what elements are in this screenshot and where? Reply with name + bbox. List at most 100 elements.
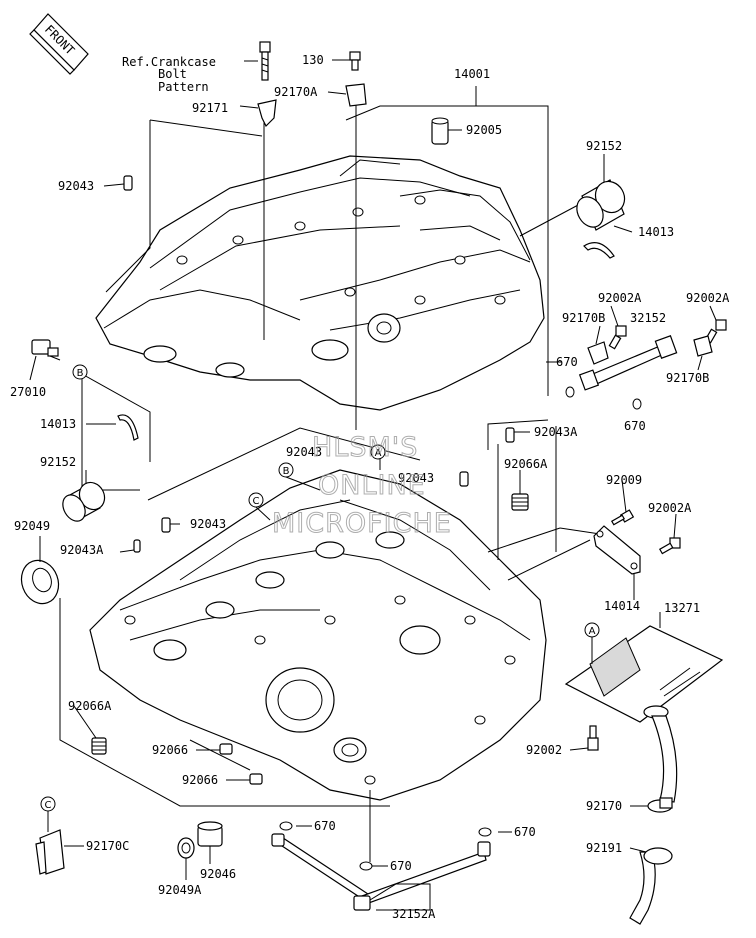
part-92170A-clamp (345, 83, 367, 107)
label-670-a: 670 (556, 355, 578, 369)
part-92043-pin-mid (459, 471, 469, 487)
part-14013-ring-left (117, 414, 139, 441)
ref-crankcase-note: Ref.Crankcase Bolt Pattern (122, 55, 258, 94)
label-92005: 92005 (466, 123, 502, 137)
label-92043-top: 92043 (58, 179, 94, 193)
part-14014-bracket (593, 525, 641, 575)
part-130-bolt (349, 51, 361, 71)
ref-note-line-2: Bolt (158, 67, 187, 81)
ref-marker-b-top: B (72, 364, 88, 380)
label-92043-lower: 92043 (190, 517, 226, 531)
label-14013-left: 14013 (40, 417, 76, 431)
label-670-d: 670 (514, 825, 536, 839)
label-670-b: 670 (624, 419, 646, 433)
part-670-oring-e (359, 861, 373, 871)
label-92066A-left: 92066A (68, 699, 112, 713)
svg-text:B: B (77, 368, 84, 379)
label-32152: 32152 (630, 311, 666, 325)
part-92170C-clamp (35, 829, 65, 875)
label-leader-lines (29, 59, 717, 911)
watermark-line-2: ONLINE (318, 470, 426, 501)
label-670-c: 670 (314, 819, 336, 833)
part-92152-top-seal (576, 179, 626, 231)
label-92009: 92009 (606, 473, 642, 487)
svg-text:C: C (45, 800, 52, 811)
label-92002A-2: 92002A (686, 291, 730, 305)
label-92152-top: 92152 (586, 139, 622, 153)
label-32152A: 32152A (392, 907, 436, 921)
part-92009-screw (610, 509, 635, 526)
label-92170A: 92170A (274, 85, 318, 99)
part-92049-seal (20, 559, 60, 605)
part-670-oring-a (565, 386, 575, 398)
part-92170B-clamp-2 (693, 335, 713, 357)
label-92043-mid: 92043 (286, 445, 322, 459)
label-92002A-3: 92002A (648, 501, 692, 515)
label-92049: 92049 (14, 519, 50, 533)
part-92043A-pin-right (505, 427, 515, 443)
label-92066-a: 92066 (152, 743, 188, 757)
label-92043A-left: 92043A (60, 543, 104, 557)
label-92152-left: 92152 (40, 455, 76, 469)
watermark-line-3: MICROFICHE (272, 508, 452, 539)
reference-markers: A B B C A C (40, 364, 600, 832)
label-92066-b: 92066 (182, 773, 218, 787)
part-number-labels: 130 92170A 92171 14001 92005 92152 92043… (10, 53, 730, 921)
ref-marker-c-clamp: C (40, 796, 56, 812)
part-92049A-seal (177, 837, 195, 859)
ref-marker-c-lower: C (248, 492, 264, 508)
lower-crankcase (89, 469, 547, 801)
part-670-oring-b (632, 398, 642, 410)
label-92170C: 92170C (86, 839, 129, 853)
part-92170-clamp (647, 797, 673, 813)
watermark-line-1: HLSM'S (312, 432, 418, 463)
part-32152-pipe (578, 335, 678, 391)
label-92002A-1: 92002A (598, 291, 642, 305)
label-27010: 27010 (10, 385, 46, 399)
part-92002A-bolt-1 (608, 325, 627, 350)
label-92049A: 92049A (158, 883, 202, 897)
crankcase-bolt (259, 41, 271, 81)
part-92066-plug-b (249, 773, 263, 785)
svg-text:B: B (283, 466, 290, 477)
part-92171-clip (257, 99, 277, 128)
label-14001: 14001 (454, 67, 490, 81)
ref-marker-a-strainer: A (584, 622, 600, 638)
upper-crankcase-14001 (95, 155, 545, 411)
label-92066A-right: 92066A (504, 457, 548, 471)
label-92046: 92046 (200, 867, 236, 881)
ref-marker-a-top: A (370, 444, 386, 460)
part-92005-dowel (431, 117, 449, 145)
part-670-oring-c (279, 821, 293, 831)
label-92170B-1: 92170B (562, 311, 605, 325)
part-92170B-clamp-1 (587, 341, 609, 365)
part-92002A-bolt-3 (658, 537, 681, 555)
svg-text:C: C (253, 496, 260, 507)
part-92046-bearing (197, 821, 223, 847)
svg-text:A: A (375, 448, 382, 459)
ref-note-line-3: Pattern (158, 80, 209, 94)
label-13271: 13271 (664, 601, 700, 615)
part-14013-ring-right (583, 242, 615, 259)
label-92002: 92002 (526, 743, 562, 757)
label-14013-right: 14013 (638, 225, 674, 239)
label-92170B-2: 92170B (666, 371, 709, 385)
label-92043-center: 92043 (398, 471, 434, 485)
label-92043A-right: 92043A (534, 425, 578, 439)
part-92066A-plug-left (91, 737, 107, 755)
watermark: HLSM'S ONLINE MICROFICHE (272, 432, 452, 540)
part-92066A-plug-right (511, 493, 529, 511)
front-arrow-tag: FRONT (29, 13, 89, 75)
part-92191-hose (629, 715, 678, 925)
part-92043A-pin-left (133, 539, 141, 553)
part-92002-bolt (587, 725, 599, 751)
part-670-oring-d (478, 827, 492, 837)
part-92066-plug-a (219, 743, 233, 755)
part-92152-left-seal (62, 481, 106, 522)
part-13271-strainer (564, 625, 724, 723)
ref-marker-b-lower: B (278, 462, 294, 478)
label-670-e: 670 (390, 859, 412, 873)
label-92170: 92170 (586, 799, 622, 813)
part-27010-switch (31, 339, 59, 357)
